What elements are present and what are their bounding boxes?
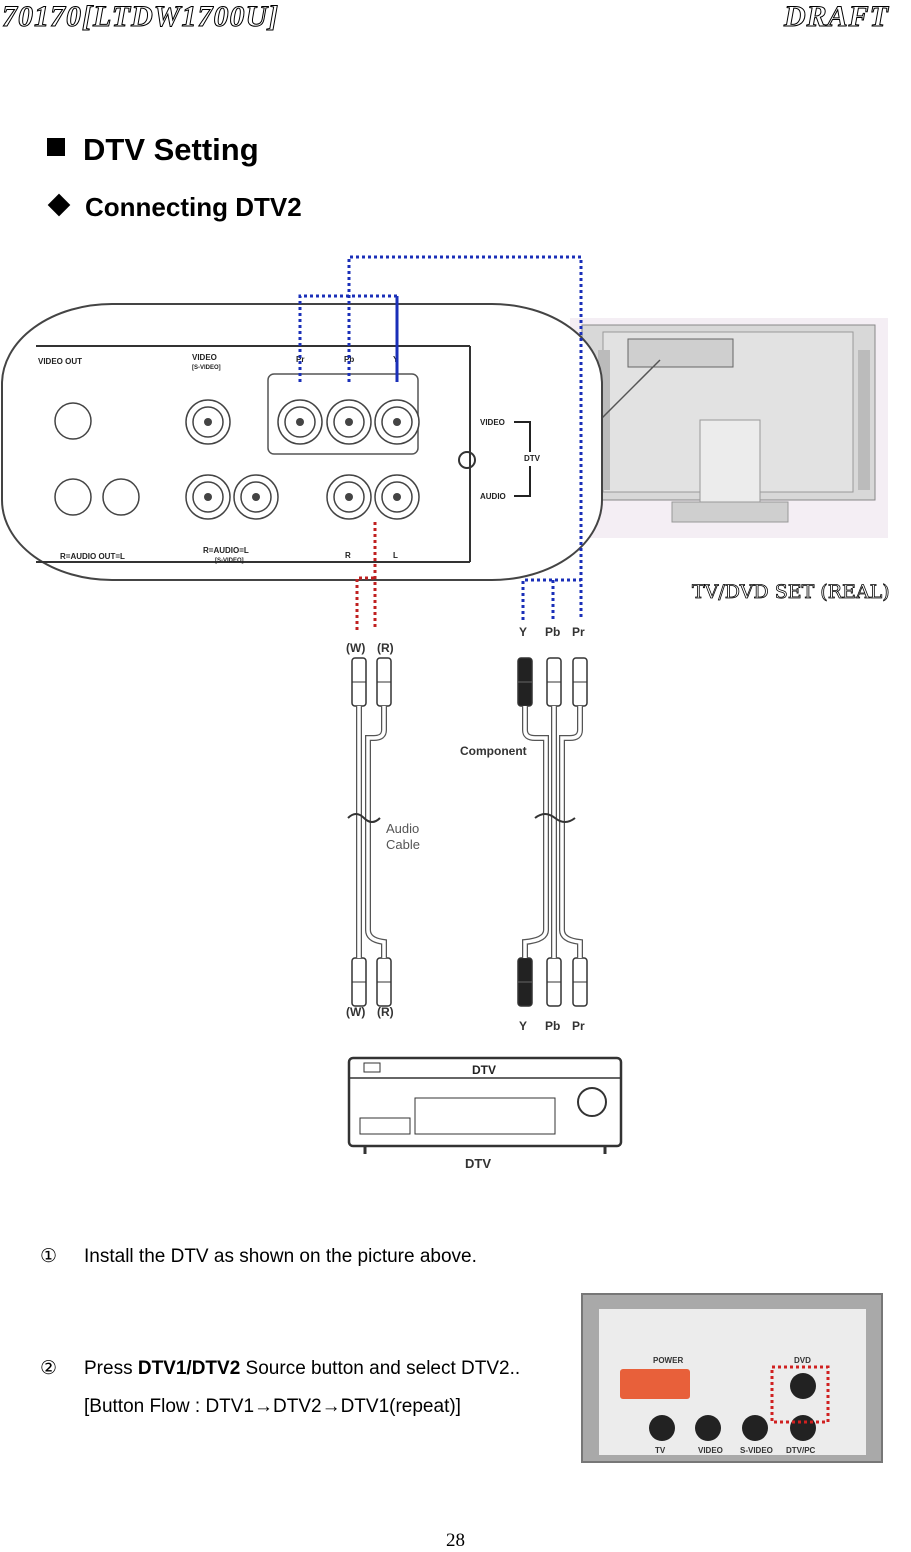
cable-outline — [365, 706, 387, 958]
cable-top-w: (W) — [346, 641, 365, 655]
cable-top-r: (R) — [377, 641, 394, 655]
step-2-prefix: Press — [84, 1358, 138, 1379]
subsection-title-text: Connecting DTV2 — [85, 192, 302, 222]
bnc-jack-pin — [345, 493, 353, 501]
section-title: DTV Setting — [47, 132, 259, 168]
label-pr: Pr — [296, 355, 304, 364]
remote-dvd-label: DVD — [794, 1356, 811, 1365]
step-2-button-name: DTV1/DTV2 — [137, 1358, 241, 1379]
remote-dtvpc-button — [790, 1415, 816, 1441]
cable-core — [523, 706, 548, 958]
cable-top-pb: Pb — [545, 625, 560, 639]
cable-bottom-pb: Pb — [545, 1019, 560, 1033]
cable-core — [560, 706, 582, 958]
cable-outline — [559, 706, 583, 958]
bnc-jack-ring — [333, 481, 365, 513]
bnc-jack-pin — [204, 418, 212, 426]
bnc-jack-pin — [345, 418, 353, 426]
label-audio-out: R=AUDIO OUT=L — [60, 552, 125, 561]
bnc-jack-ring — [192, 406, 224, 438]
step-2-suffix: Source button and select DTV2.. — [240, 1358, 521, 1379]
bnc-jack-ring — [381, 481, 413, 513]
header-doc-id: 70170[LTDW1700U] — [1, 0, 280, 34]
bnc-jack-pin — [204, 493, 212, 501]
bnc-jack-pin — [296, 418, 304, 426]
cable-core — [366, 706, 386, 958]
label-r: R — [345, 551, 351, 560]
cable-bottom-pr: Pr — [572, 1019, 585, 1033]
remote-tv-button — [649, 1415, 675, 1441]
remote-power-label: POWER — [653, 1356, 683, 1365]
back-panel: VIDEO OUT VIDEO [S-VIDEO] Pr Pb Y VIDEO … — [1, 303, 603, 581]
dtv-box-label: DTV — [472, 1063, 496, 1077]
panel-jacks — [185, 399, 420, 520]
bnc-jack-pin — [252, 493, 260, 501]
connection-guides — [298, 255, 583, 630]
cable-bottom-y: Y — [519, 1019, 527, 1033]
bnc-jack-ring — [192, 481, 224, 513]
audio-cable-label-2: Cable — [386, 837, 420, 852]
step-2-flow: [Button Flow : DTV1→DTV2→DTV1(repeat)] — [84, 1396, 461, 1417]
remote-video-label: VIDEO — [698, 1446, 723, 1455]
audio-cable-label-1: Audio — [386, 821, 419, 836]
page-number: 28 — [446, 1530, 465, 1551]
cable-bottom-w: (W) — [346, 1005, 365, 1019]
remote-video-button — [695, 1415, 721, 1441]
cable-top-y: Y — [519, 625, 527, 639]
label-pb: Pb — [344, 355, 354, 364]
label-audio-in-sub: [S-VIDEO] — [215, 558, 244, 564]
dtv-caption: DTV — [465, 1156, 491, 1171]
cable-top-pr: Pr — [572, 625, 585, 639]
square-bullet-icon — [47, 138, 65, 156]
tv-photo — [570, 318, 888, 538]
cable-outline — [522, 706, 549, 958]
bnc-jack-pin — [393, 418, 401, 426]
connection-diagram: VIDEO OUT VIDEO [S-VIDEO] Pr Pb Y VIDEO … — [1, 255, 890, 1171]
label-svideo: [S-VIDEO] — [192, 365, 221, 371]
step-2-number: ② — [40, 1357, 58, 1379]
step-2-text: Press DTV1/DTV2 Source button and select… — [84, 1358, 520, 1380]
cable-break-mark — [347, 813, 381, 823]
remote-image: POWER DVD TV VIDEO S-VIDEO DTV/PC — [581, 1293, 883, 1463]
bnc-jack-ring — [240, 481, 272, 513]
label-dtv-bracket: DTV — [524, 454, 541, 463]
dtv-box: DTV DTV — [347, 1056, 623, 1171]
cables: (W) (R) Y Pb Pr (W) (R) Y Pb Pr Componen… — [346, 625, 588, 1033]
remote-svideo-button — [742, 1415, 768, 1441]
diamond-bullet-icon — [47, 193, 71, 217]
bnc-jack-ring — [381, 406, 413, 438]
remote-highlight-box — [770, 1365, 830, 1424]
label-video: VIDEO — [192, 353, 217, 362]
section-title-text: DTV Setting — [83, 132, 259, 167]
remote-svideo-label: S-VIDEO — [740, 1446, 773, 1455]
remote-power-button — [620, 1369, 690, 1399]
remote-dvd-button — [790, 1373, 816, 1399]
bnc-jack-ring — [284, 406, 316, 438]
label-video-bracket: VIDEO — [480, 418, 505, 427]
header-draft-label: DRAFT — [783, 0, 889, 34]
step-1-text: Install the DTV as shown on the picture … — [84, 1246, 477, 1267]
step-1-number: ① — [40, 1245, 58, 1267]
tv-caption: TV/DVD SET (REAL) — [692, 581, 890, 603]
label-audio-bracket: AUDIO — [480, 492, 506, 501]
subsection-title: Connecting DTV2 — [47, 192, 302, 223]
bnc-jack-pin — [393, 493, 401, 501]
label-audio-in: R=AUDIO=L — [203, 546, 249, 555]
label-video-out: VIDEO OUT — [38, 357, 82, 366]
remote-dtvpc-label: DTV/PC — [786, 1446, 816, 1455]
label-l: L — [393, 551, 398, 560]
cable-bottom-r: (R) — [377, 1005, 394, 1019]
component-label: Component — [460, 744, 527, 758]
remote-tv-label: TV — [655, 1446, 666, 1455]
bnc-jack-ring — [333, 406, 365, 438]
cable-break-mark — [534, 813, 576, 823]
